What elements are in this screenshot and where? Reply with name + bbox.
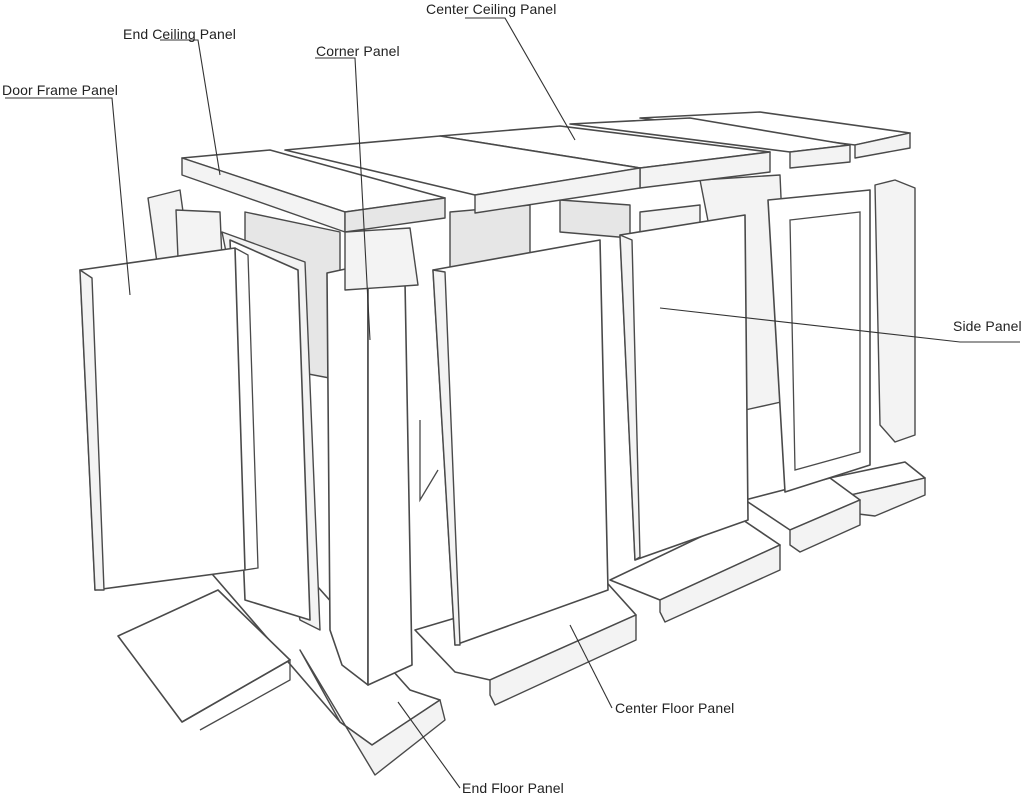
leader-end-ceiling (160, 39, 221, 176)
side-panel-center-edge (432, 269, 461, 646)
ceiling-panel-mid-far-edge (789, 144, 851, 169)
label-end-floor-panel: End Floor Panel (462, 780, 564, 796)
label-center-floor-panel: Center Floor Panel (615, 700, 735, 716)
leader-corner (315, 57, 371, 341)
label-corner-panel: Corner Panel (316, 43, 400, 59)
floor-panel-center-edge (489, 614, 637, 706)
ceiling-panel-end-side-edge (344, 197, 446, 233)
rear-corner-panel (874, 179, 916, 443)
back-wall-panel-right (559, 199, 631, 239)
corner-panel-group (326, 227, 419, 686)
right-side-panels (432, 179, 916, 646)
leader-center-ceiling (465, 17, 576, 141)
floor-panel-middle-edge (659, 544, 781, 623)
floor-panel-rear-2-edge (789, 499, 861, 553)
leader-door-frame (5, 97, 131, 296)
corner-panel-side (326, 267, 369, 686)
door-frame-panel (79, 247, 246, 591)
label-side-panel: Side Panel (953, 318, 1022, 334)
side-panel-center (432, 239, 609, 646)
leader-end-floor (397, 701, 461, 789)
rear-side-panel-inset (789, 211, 861, 471)
leader-side (659, 307, 1020, 343)
corner-post-upper (344, 227, 419, 291)
door-ramp-edge (181, 658, 291, 731)
leader-lines (5, 17, 1020, 789)
label-center-ceiling-panel: Center Ceiling Panel (426, 1, 557, 17)
door-frame-panel-thickness (234, 247, 259, 571)
leader-center-floor (569, 624, 613, 709)
corner-panel-front (367, 281, 413, 686)
door-frame-panel-edge (79, 269, 105, 591)
ceiling-panels (181, 111, 911, 233)
ceiling-panel-2-edge (474, 167, 641, 214)
label-end-ceiling-panel: End Ceiling Panel (123, 26, 236, 42)
ceiling-panel-far-edge (854, 132, 911, 159)
rear-side-panel (767, 189, 871, 493)
side-panel-middle-edge (619, 234, 641, 561)
interior-bracket (419, 420, 439, 503)
floor-panel-end-edge (299, 649, 446, 776)
label-door-frame-panel: Door Frame Panel (2, 82, 118, 98)
door-frame-panel-group (79, 231, 321, 631)
